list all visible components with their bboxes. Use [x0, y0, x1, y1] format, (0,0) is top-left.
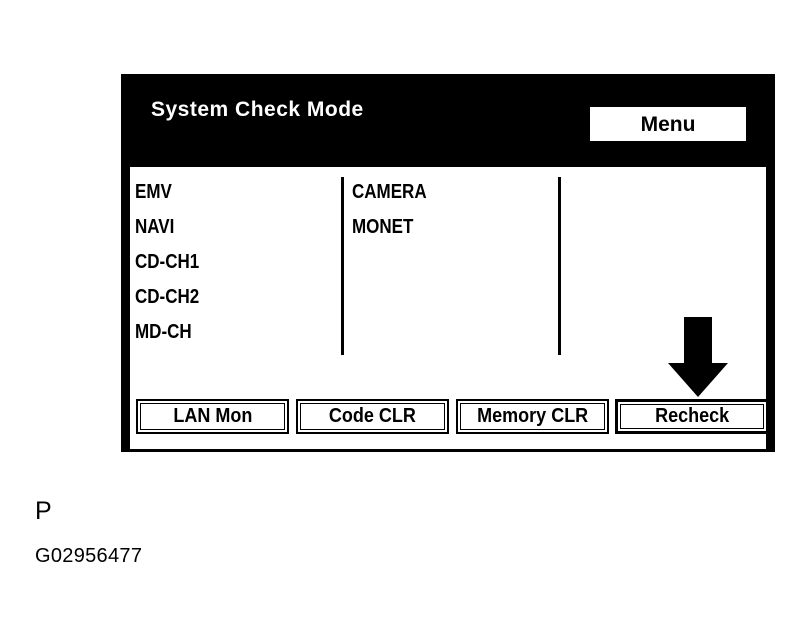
device-item-cd-ch1[interactable]: CD-CH1 [135, 251, 200, 273]
device-column-2: CAMERA MONET [352, 179, 440, 249]
device-item-navi[interactable]: NAVI [135, 216, 175, 238]
button-inner-border [140, 403, 285, 430]
column-divider [558, 177, 561, 355]
button-inner-border [300, 403, 445, 430]
memory-clr-label: Memory CLR [476, 405, 589, 427]
device-item-emv[interactable]: EMV [135, 181, 172, 203]
recheck-button[interactable]: Recheck [615, 399, 769, 434]
system-check-screen: System Check Mode Menu EMV NAVI CD-CH1 C… [121, 74, 775, 452]
device-item-camera[interactable]: CAMERA [352, 181, 427, 203]
code-clr-button[interactable]: Code CLR [296, 399, 449, 434]
lan-mon-button[interactable]: LAN Mon [136, 399, 289, 434]
code-clr-label: Code CLR [328, 405, 416, 427]
column-divider [341, 177, 344, 355]
button-inner-border [620, 404, 764, 429]
menu-button-label: Menu [640, 113, 696, 136]
memory-clr-button[interactable]: Memory CLR [456, 399, 609, 434]
figure-code: G02956477 [35, 545, 143, 567]
device-item-cd-ch2[interactable]: CD-CH2 [135, 286, 200, 308]
device-item-md-ch[interactable]: MD-CH [135, 321, 192, 343]
lan-mon-label: LAN Mon [172, 405, 252, 427]
header-bar: System Check Mode Menu [124, 77, 772, 167]
device-list-area: EMV NAVI CD-CH1 CD-CH2 MD-CH CAMERA MONE… [124, 167, 772, 449]
menu-button[interactable]: Menu [590, 107, 746, 141]
device-column-1: EMV NAVI CD-CH1 CD-CH2 MD-CH [135, 179, 211, 354]
screen-title: System Check Mode [151, 98, 364, 121]
down-arrow-icon [668, 317, 728, 397]
figure-letter: P [35, 497, 52, 525]
button-inner-border [460, 403, 605, 430]
device-item-monet[interactable]: MONET [352, 216, 414, 238]
recheck-label: Recheck [654, 405, 730, 427]
